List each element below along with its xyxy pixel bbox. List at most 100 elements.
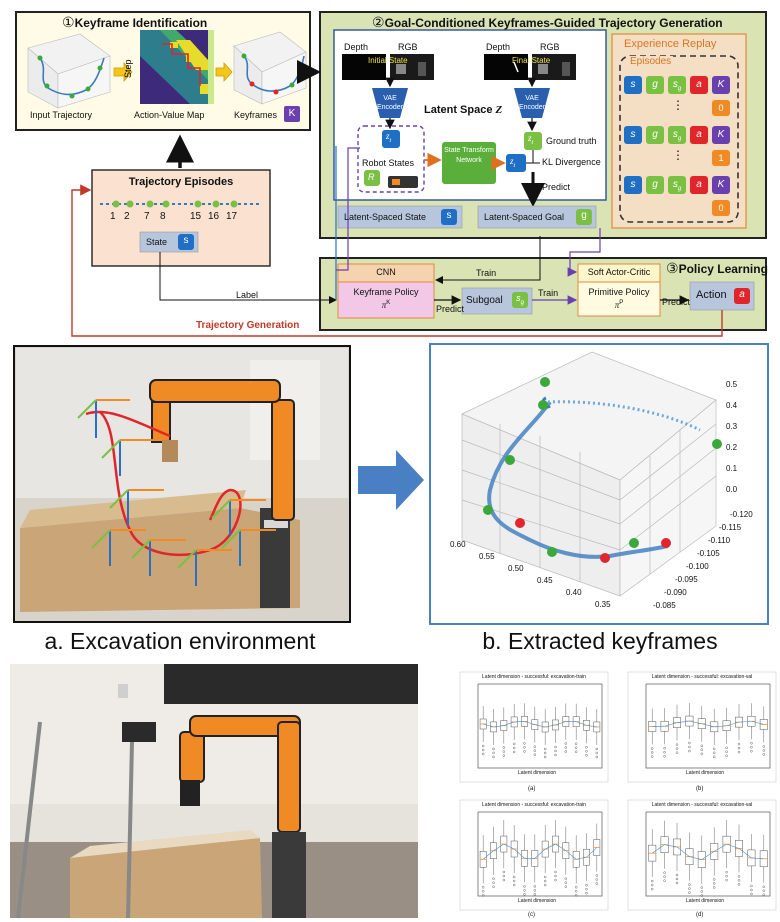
- boxplot-outlier: [750, 892, 753, 896]
- input-trajectory-label: Input Trajectory: [30, 110, 93, 120]
- boxplot-trend-line: [751, 720, 764, 725]
- boxplot-outlier: [762, 753, 765, 756]
- method-diagram: Step: [15, 11, 767, 337]
- boxplot-outlier: [492, 881, 495, 884]
- boxplot-outlier: [512, 883, 516, 887]
- soft-actor-critic-label: Soft Actor-Critic: [587, 267, 651, 277]
- boxplot-outlier: [651, 755, 654, 758]
- primitive-policy-box: [577, 281, 661, 317]
- episodes-label: Episodes: [628, 56, 674, 67]
- replay-sg-badge: sg: [668, 76, 686, 94]
- z-tick-label: 0.1: [726, 464, 738, 473]
- boxplot-outlier: [554, 878, 557, 882]
- replay-s-badge: s: [624, 126, 642, 144]
- boxplot-trend-line: [652, 844, 665, 854]
- replay-reward-badge: 0: [712, 200, 730, 216]
- boxplot-sublabel-c: (c): [528, 912, 535, 918]
- rgb-label-1: RGB: [398, 42, 418, 52]
- boxplot-outlier: [512, 875, 516, 879]
- cnn-label: CNN: [376, 267, 396, 277]
- boxplot-outlier: [523, 746, 526, 749]
- boxplot-outlier: [713, 882, 716, 885]
- z-tick-label: 0.0: [726, 485, 738, 494]
- y-tick-label: -0.110: [708, 536, 731, 545]
- boxplot-outlier: [492, 877, 495, 880]
- boxplot-outlier: [533, 753, 537, 756]
- boxplot-trend-line: [676, 720, 690, 723]
- replay-sg-badge: sg: [668, 176, 686, 194]
- boxplot-outlier: [663, 747, 666, 750]
- action-value-map-label: Action-Value Map: [134, 110, 205, 120]
- boxplot-trend-line: [483, 723, 494, 728]
- z-tick-label: 0.5: [726, 380, 738, 389]
- caption-excavation-environment: a. Excavation environment: [44, 628, 316, 654]
- boxplot-outlier: [725, 870, 728, 874]
- boxplot-trend-line: [555, 843, 566, 851]
- vae-encoder-1: [372, 88, 408, 118]
- boxplot-outlier: [543, 751, 547, 755]
- replay-a-badge: a: [690, 126, 708, 144]
- boxplot-outlier: [543, 879, 547, 883]
- boxplot-trend-line: [513, 848, 525, 859]
- boxplot-outlier: [713, 751, 716, 755]
- boxplot-outlier: [713, 886, 716, 889]
- boxplot-outlier: [512, 879, 516, 883]
- boxplot-outlier: [481, 748, 485, 752]
- replay-k-badge: K: [712, 176, 730, 194]
- boxplot-outlier: [595, 747, 599, 751]
- boxplot-outlier: [533, 749, 537, 752]
- boxplot-trend-line: [576, 856, 587, 860]
- keyframe-policy-box: [337, 281, 435, 319]
- bottom-section: [10, 664, 777, 919]
- boxplot-outlier: [502, 874, 506, 878]
- boxplot-outlier: [564, 881, 568, 884]
- boxplot-outlier: [725, 746, 728, 749]
- boxplot-outlier: [564, 750, 568, 753]
- action-label: Action: [696, 289, 727, 301]
- keyframes-mini-plot: [233, 31, 307, 105]
- latent-spaced-goal-label: Latent-Spaced Goal: [484, 212, 565, 222]
- boxplot-outlier: [585, 750, 588, 753]
- boxplot-outlier: [533, 745, 537, 748]
- vae-encoder-label-1: VAE Encoder: [376, 95, 404, 111]
- train-label-2: Train: [538, 288, 559, 298]
- boxplot-outlier: [512, 742, 516, 746]
- boxplot-xlabel-a: Latent dimension: [518, 770, 557, 776]
- boxplot-marks: [479, 703, 768, 897]
- boxplot-outlier: [523, 750, 526, 753]
- y-tick-label: -0.105: [697, 549, 720, 558]
- trajectory-step-number: 16: [208, 211, 220, 222]
- boxplot-trend-line: [586, 724, 597, 728]
- train-label-1: Train: [476, 268, 497, 278]
- boxplot-outlier: [585, 754, 588, 757]
- boxplot-outlier: [523, 893, 526, 896]
- boxplot-outlier: [700, 886, 703, 889]
- boxplot-outlier: [725, 754, 728, 757]
- boxplot-trend-line: [493, 843, 504, 851]
- replay-ellipsis: ⋮: [672, 148, 684, 162]
- boxplot-outlier: [523, 885, 526, 888]
- latent-space-label: Latent Space Z: [424, 104, 503, 116]
- boxplot-outlier: [502, 870, 506, 874]
- boxplot-outlier: [750, 888, 753, 892]
- boxplot-outlier: [688, 883, 691, 886]
- state-transform-network: [442, 142, 496, 184]
- robot-state-r-badge: [364, 170, 380, 186]
- boxplot-title-a: Latent dimension - successful: excavatio…: [482, 674, 586, 680]
- replay-reward-badge: 0: [712, 100, 730, 116]
- boxplot-trend-line: [714, 843, 727, 852]
- boxplot-outlier: [688, 749, 691, 753]
- boxplot-outlier: [554, 874, 557, 878]
- keyframe-markers: [483, 377, 722, 563]
- x-tick-label: 0.40: [566, 588, 582, 597]
- caption-extracted-keyframes: b. Extracted keyframes: [482, 628, 718, 654]
- boxplot-outlier: [675, 873, 679, 877]
- replay-reward-badge: 1: [712, 150, 730, 166]
- boxplot-outlier: [492, 747, 495, 751]
- boxplot-trend-line: [676, 846, 690, 857]
- boxplot-outlier: [574, 750, 578, 753]
